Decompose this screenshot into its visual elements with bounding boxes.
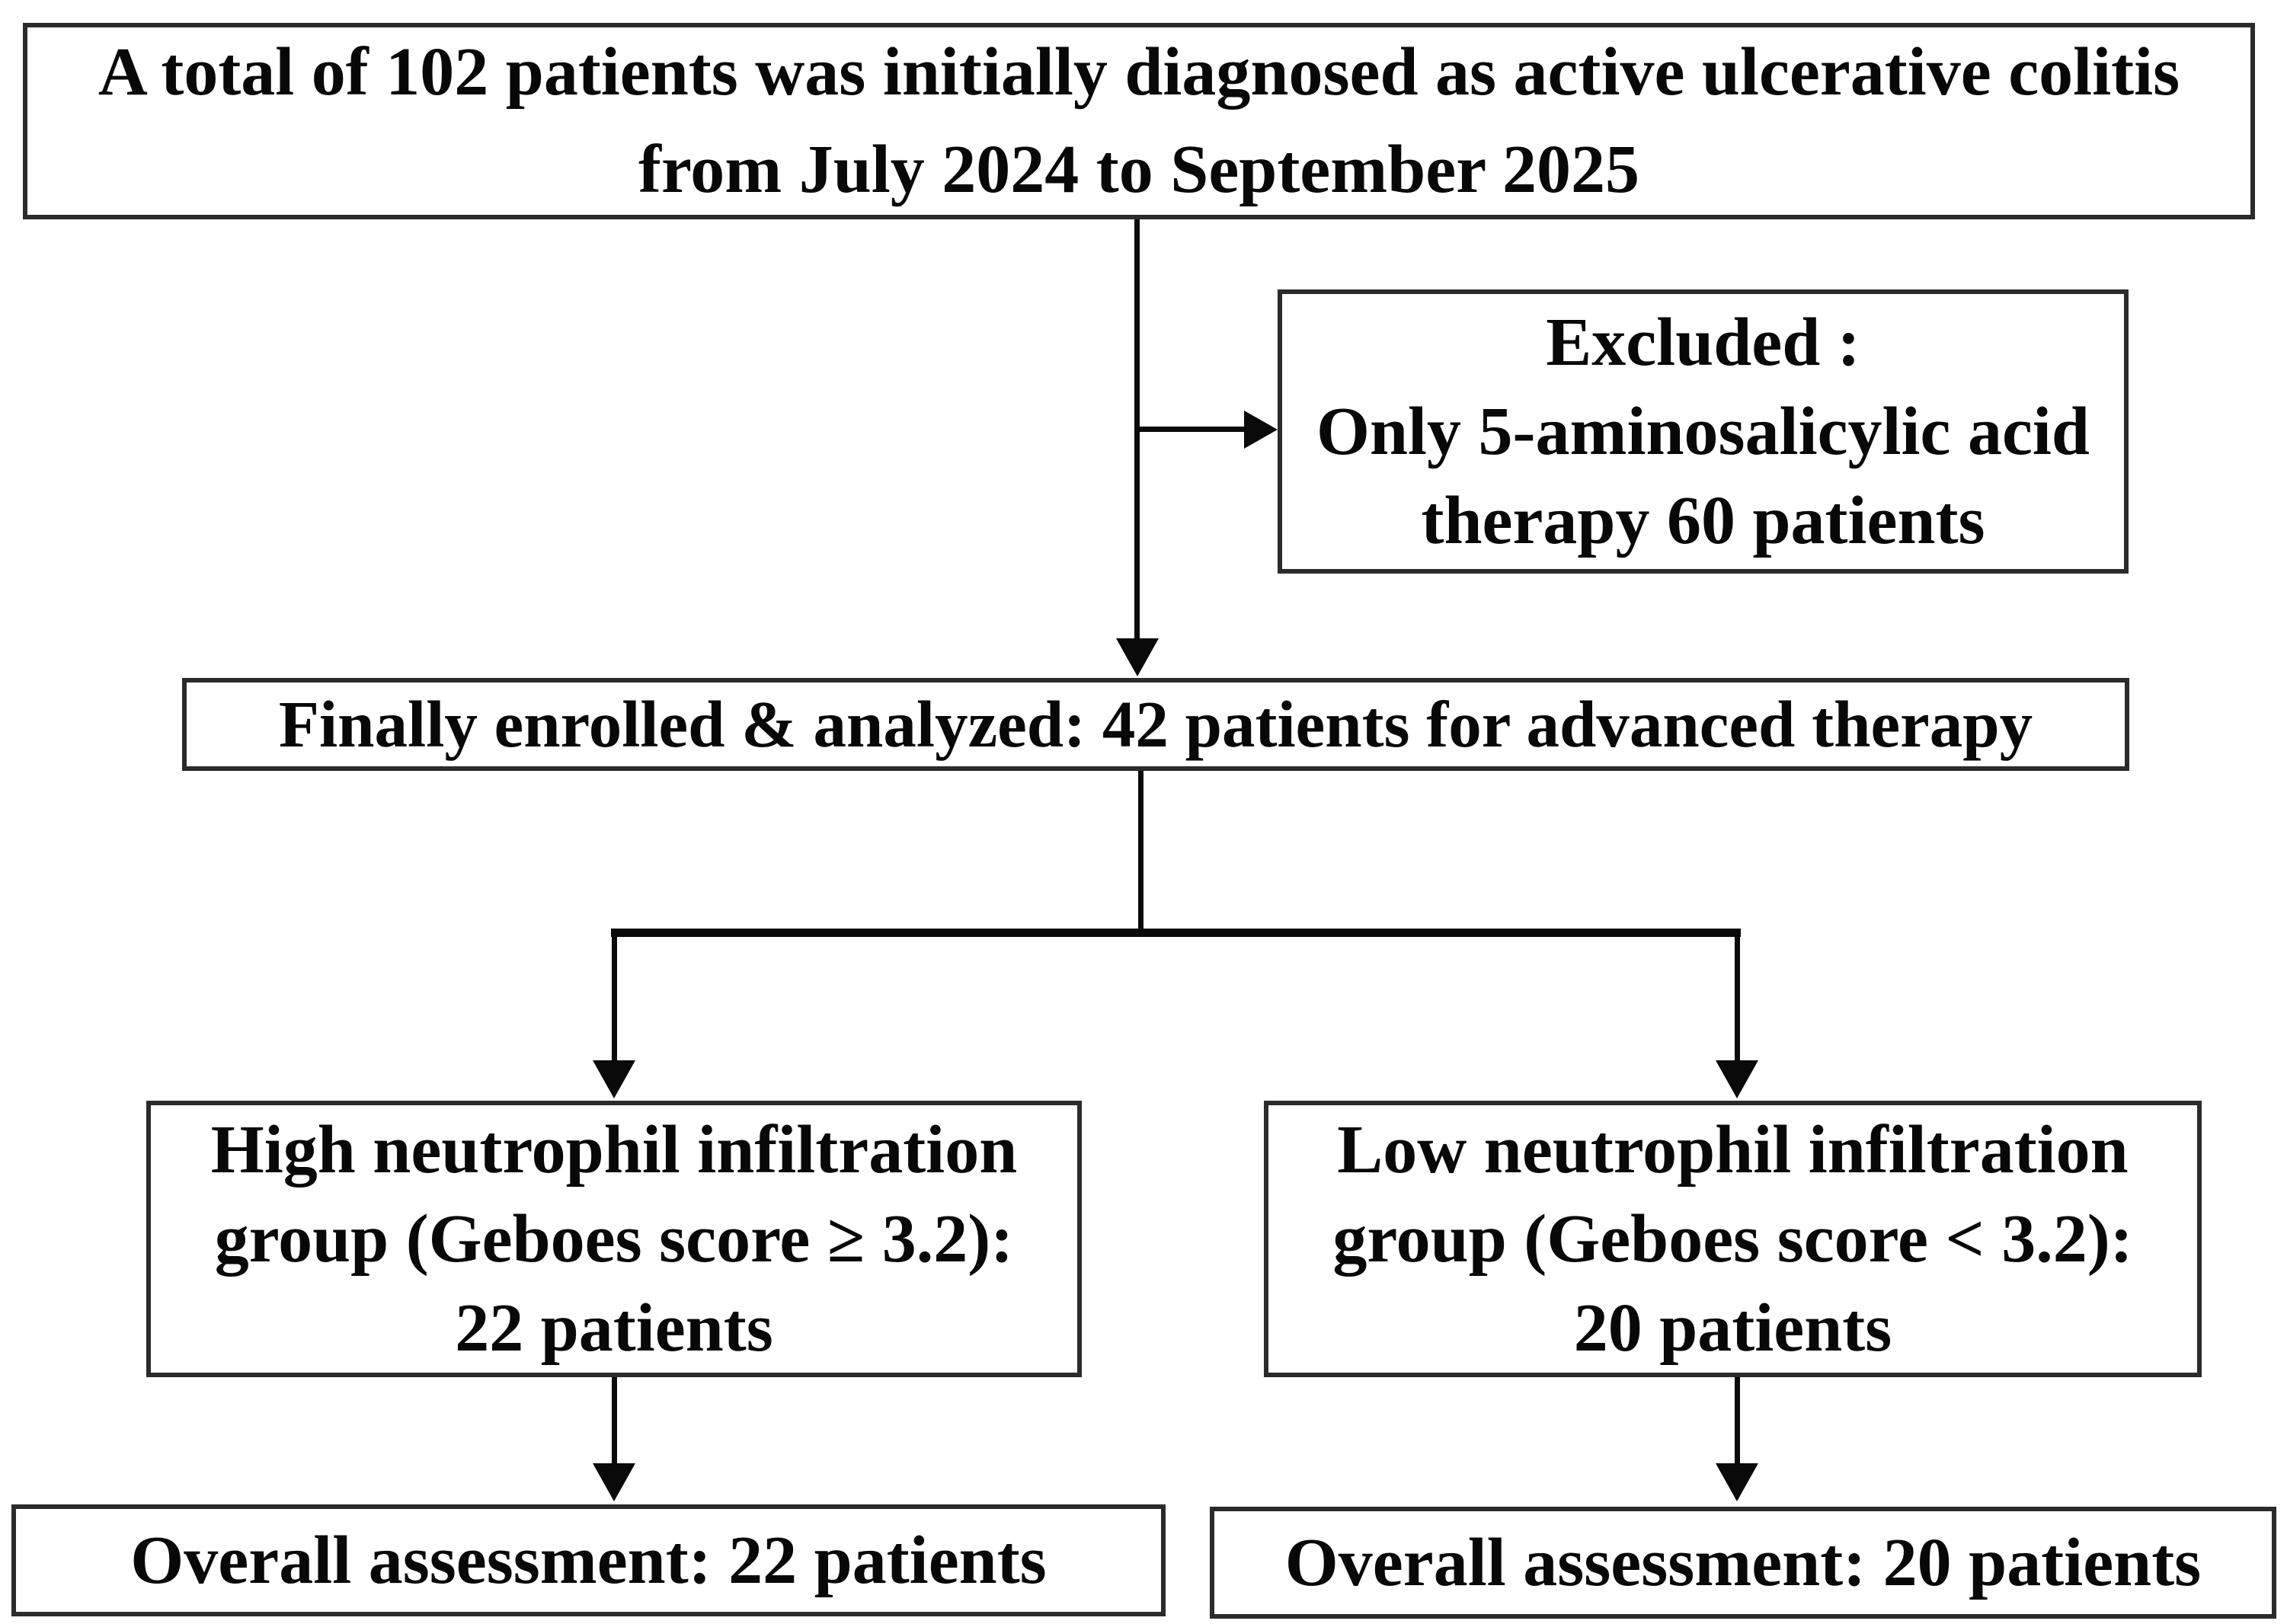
connector-high-group-to-overall <box>612 1377 617 1463</box>
box-excluded: Excluded : Only 5-aminosalicylic acid th… <box>1278 289 2129 574</box>
box-overall-assessment-low: Overall assessment: 20 patients <box>1210 1507 2276 1619</box>
enrolled-analyzed-text: Finally enrolled & analyzed: 42 patients… <box>278 687 2033 762</box>
high-neutrophil-group-text: High neutrophil infiltration group (Gebo… <box>210 1112 1018 1366</box>
box-high-neutrophil-group: High neutrophil infiltration group (Gebo… <box>146 1101 1082 1377</box>
arrowhead-down-overall-high-icon <box>593 1463 635 1501</box>
arrowhead-down-overall-low-icon <box>1716 1463 1758 1501</box>
arrowhead-down-enrolled-icon <box>1116 638 1159 676</box>
box-low-neutrophil-group: Low neutrophil infiltration group (Geboe… <box>1264 1101 2202 1377</box>
box-enrolled-analyzed: Finally enrolled & analyzed: 42 patients… <box>182 678 2129 771</box>
overall-assessment-high-text: Overall assessment: 22 patients <box>130 1523 1047 1598</box>
arrowhead-down-high-group-icon <box>593 1060 635 1098</box>
arrowhead-down-low-group-icon <box>1716 1060 1758 1098</box>
box-initial-cohort: A total of 102 patients was initially di… <box>23 23 2255 219</box>
connector-enrolled-to-split <box>1138 771 1144 933</box>
split-bar <box>611 929 1741 937</box>
overall-assessment-low-text: Overall assessment: 20 patients <box>1284 1525 2202 1600</box>
connector-split-to-low-group <box>1735 933 1740 1060</box>
connector-low-group-to-overall <box>1735 1377 1740 1463</box>
arrowhead-right-excluded-icon <box>1244 411 1278 449</box>
connector-branch-to-excluded <box>1134 427 1244 432</box>
initial-cohort-text: A total of 102 patients was initially di… <box>98 34 2180 207</box>
box-overall-assessment-high: Overall assessment: 22 patients <box>11 1504 1166 1616</box>
excluded-text: Excluded : Only 5-aminosalicylic acid th… <box>1316 305 2090 558</box>
connector-split-to-high-group <box>612 933 617 1060</box>
low-neutrophil-group-text: Low neutrophil infiltration group (Geboe… <box>1332 1112 2133 1366</box>
